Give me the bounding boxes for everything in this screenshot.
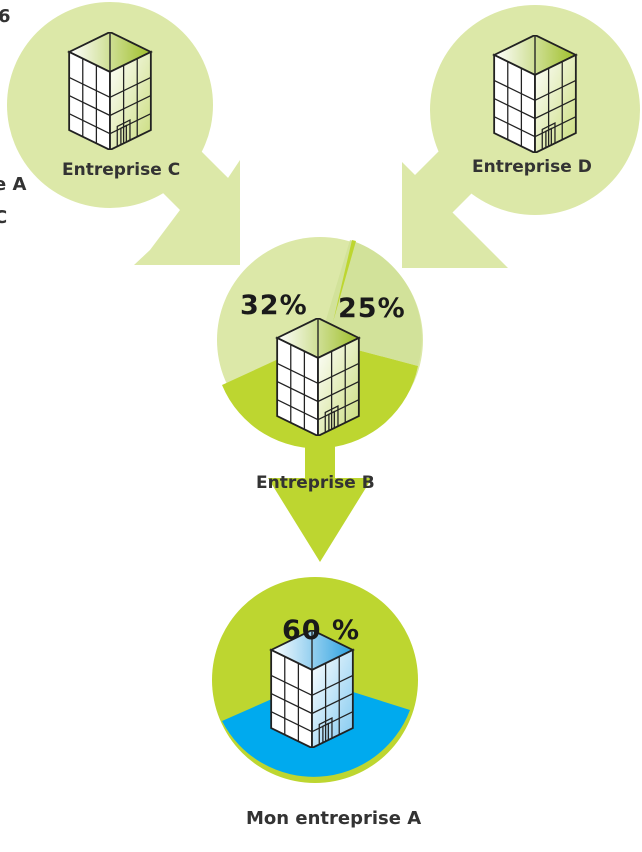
building-icon-c: [68, 32, 152, 150]
entreprise-a-share: 60 %: [282, 615, 361, 646]
entreprise-b-share-left: 32%: [240, 290, 308, 321]
entreprise-d-label: Entreprise D: [472, 157, 592, 177]
entreprise-c-label: Entreprise C: [62, 160, 181, 180]
edge-text-mid-left-2: C: [0, 207, 8, 228]
arrow-b-to-a-stem: [305, 440, 335, 480]
arrow-b-to-a-head: [268, 478, 372, 562]
entreprise-b-share-right: 25%: [338, 293, 406, 324]
edge-text-top-left: 6: [0, 6, 11, 27]
entreprise-a-label: Mon entreprise A: [246, 808, 422, 829]
entreprise-b-label: Entreprise B: [256, 473, 375, 493]
entreprise-b-divider: [333, 240, 356, 322]
arrow-c-to-b-body: [160, 150, 230, 220]
arrow-d-to-b: [402, 162, 508, 268]
building-icon-a: [270, 630, 354, 748]
edge-text-mid-left-1: e A: [0, 174, 27, 195]
building-icon-b: [276, 318, 360, 436]
building-icon-d: [493, 35, 577, 153]
arrow-d-to-b-body: [410, 150, 480, 215]
